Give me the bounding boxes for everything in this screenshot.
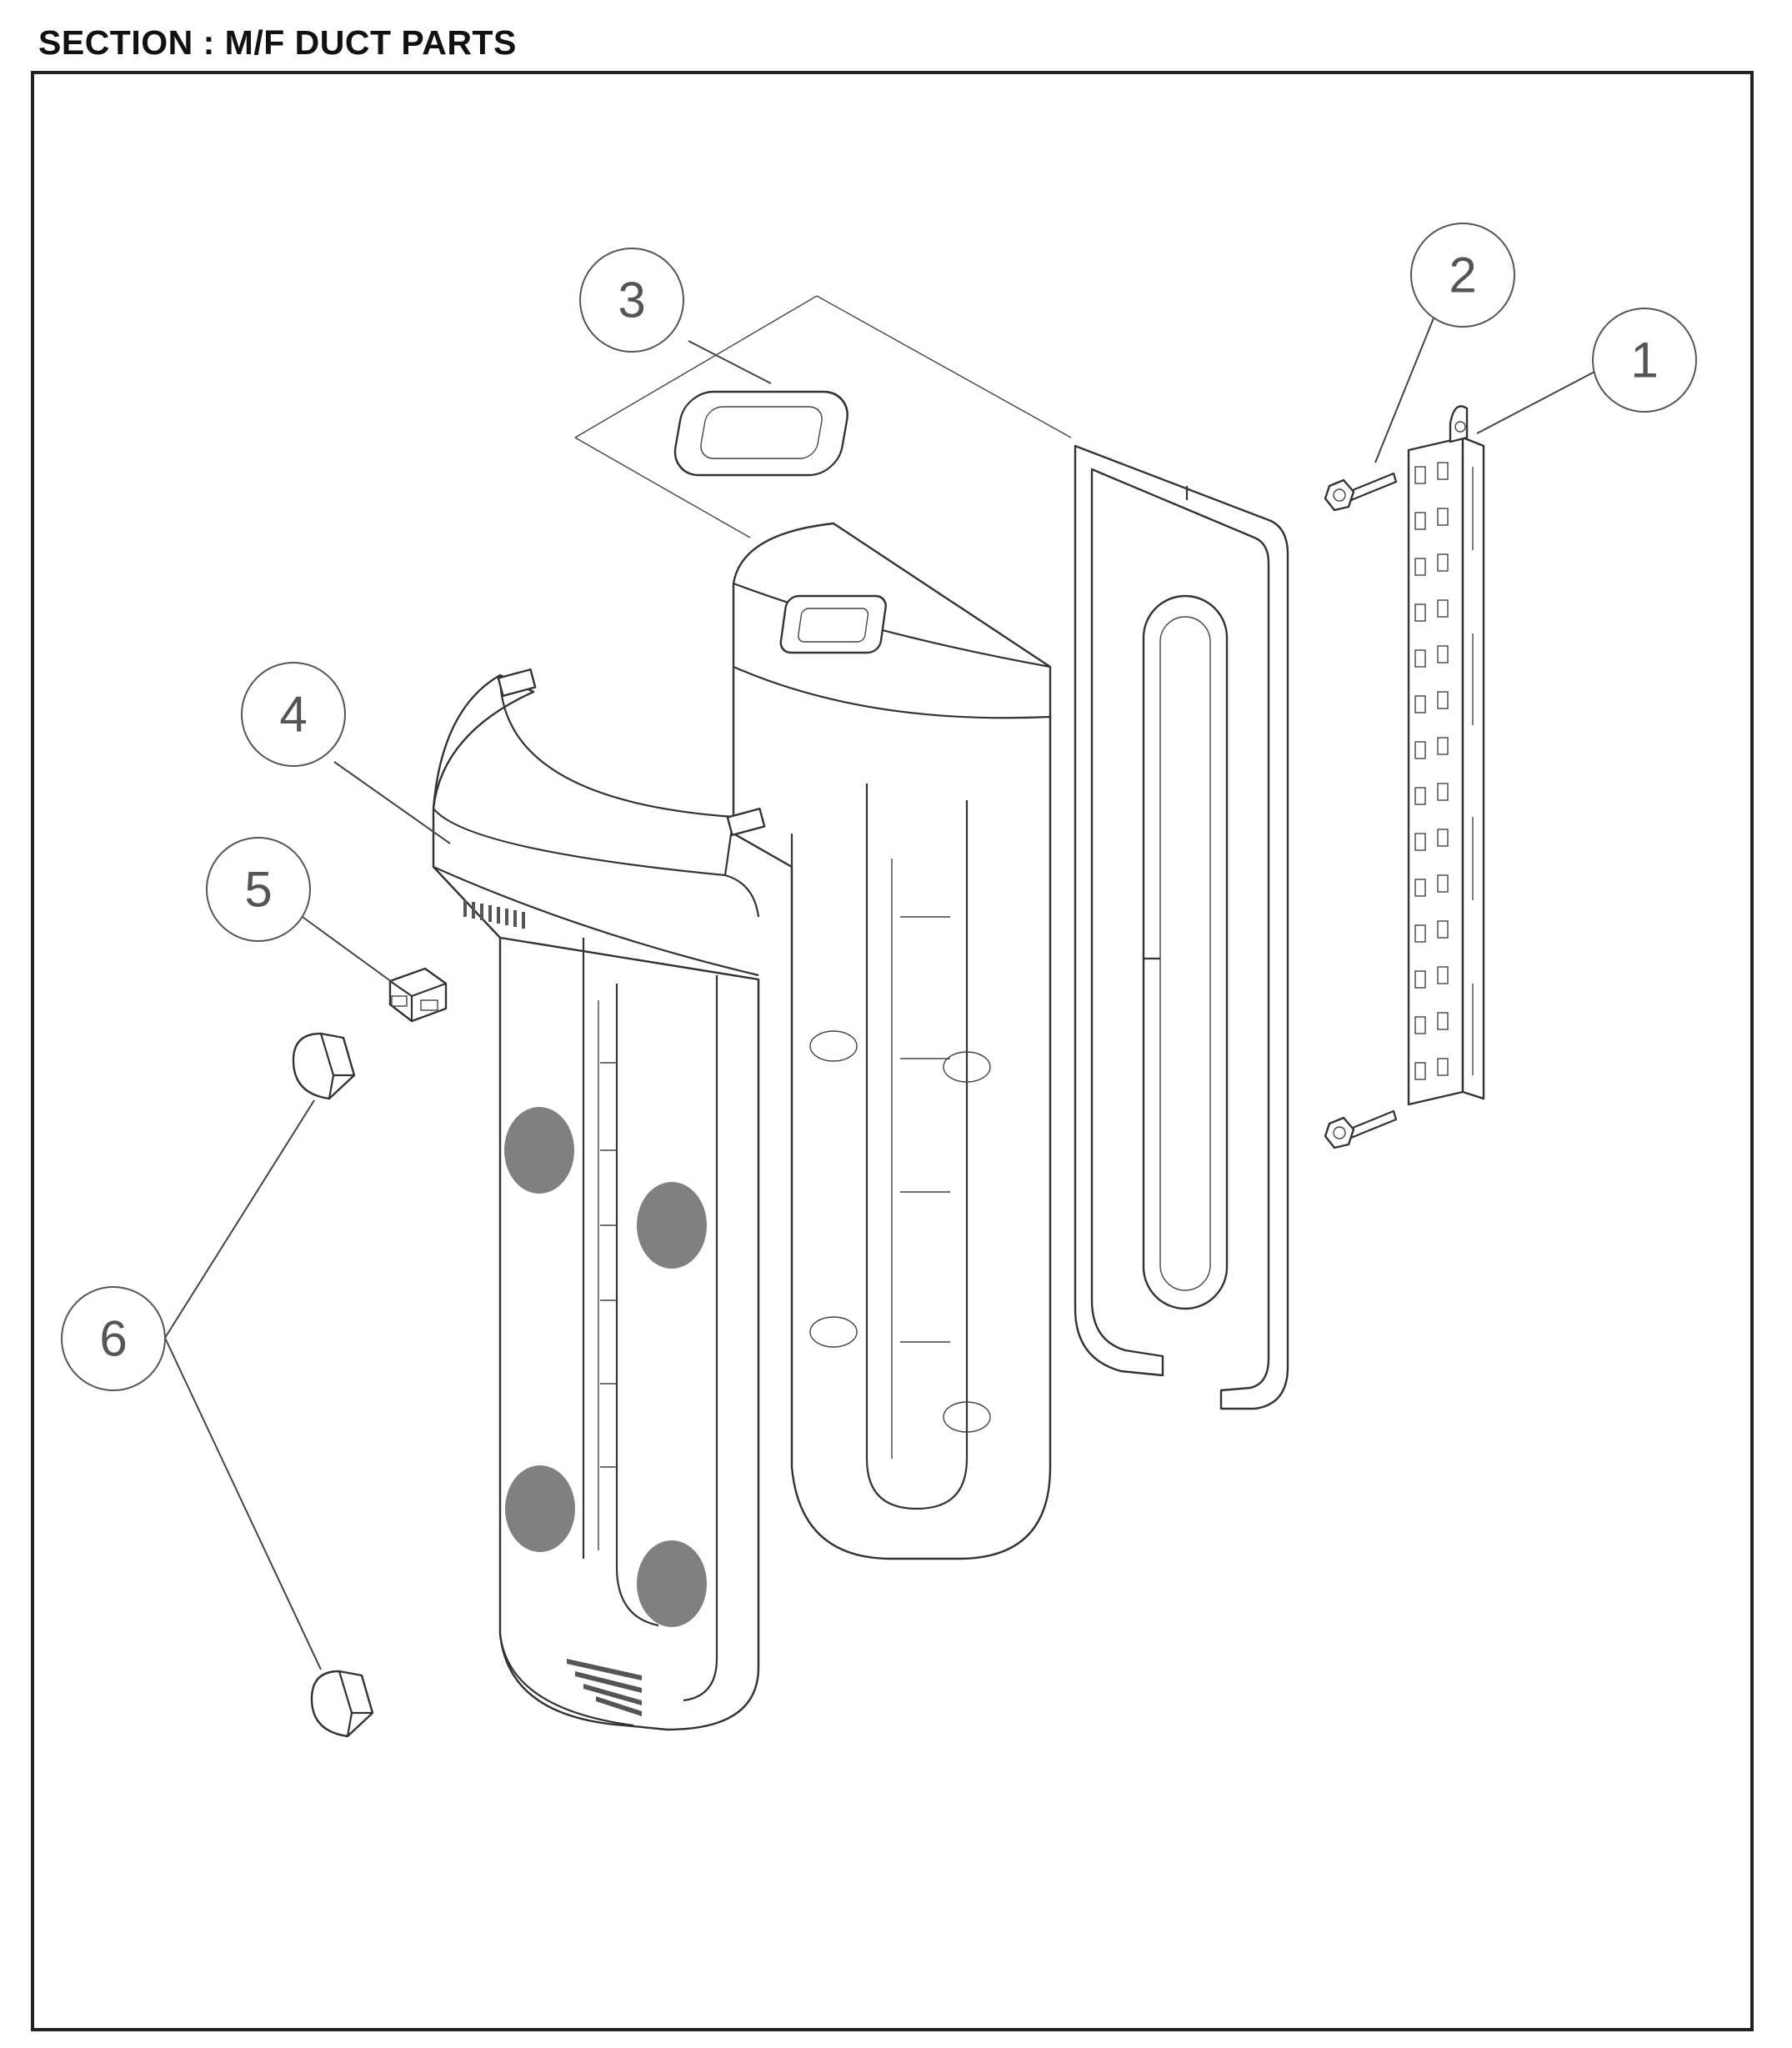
part-4-front-cover[interactable] (432, 668, 766, 1731)
callout-3: 3 (579, 248, 684, 353)
part-6-cap-lower[interactable] (310, 1670, 374, 1738)
front-cover-vent-slots (463, 900, 525, 929)
svg-text:2: 2 (1449, 248, 1476, 303)
section-title: SECTION : M/F DUCT PARTS (38, 23, 517, 62)
part-2-screw-top[interactable] (1324, 472, 1398, 512)
front-cover-grille-upper-left (504, 1107, 574, 1194)
callout-5: 5 (206, 837, 311, 942)
svg-text:3: 3 (618, 273, 645, 328)
part-6-cap-upper[interactable] (292, 1032, 356, 1100)
front-cover-bottom-slots (567, 1659, 642, 1716)
callout-1: 1 (1592, 308, 1697, 413)
part-2-screw-bottom[interactable] (1324, 1109, 1398, 1149)
part-1-bracket[interactable] (1407, 405, 1485, 1106)
svg-text:4: 4 (279, 687, 307, 743)
svg-text:1: 1 (1630, 333, 1658, 388)
front-cover-grille-lower-left (505, 1465, 575, 1552)
assembly-guide-lines (574, 295, 1072, 538)
callout-6: 6 (61, 1286, 166, 1391)
svg-text:6: 6 (99, 1311, 127, 1367)
callout-2: 2 (1410, 223, 1515, 328)
part-seal-loop[interactable] (1074, 444, 1289, 1410)
part-3-packing[interactable] (670, 390, 852, 477)
callout-4: 4 (241, 662, 346, 767)
leader-lines (164, 297, 1614, 1670)
drawing-frame (31, 71, 1754, 2031)
svg-text:5: 5 (244, 862, 272, 918)
front-cover-grille-lower-right (637, 1540, 707, 1627)
front-cover-grille-upper-right (637, 1182, 707, 1269)
bracket-slots (1414, 462, 1474, 1080)
part-duct-rear[interactable] (732, 522, 1052, 1560)
part-5-connector[interactable] (388, 967, 448, 1023)
